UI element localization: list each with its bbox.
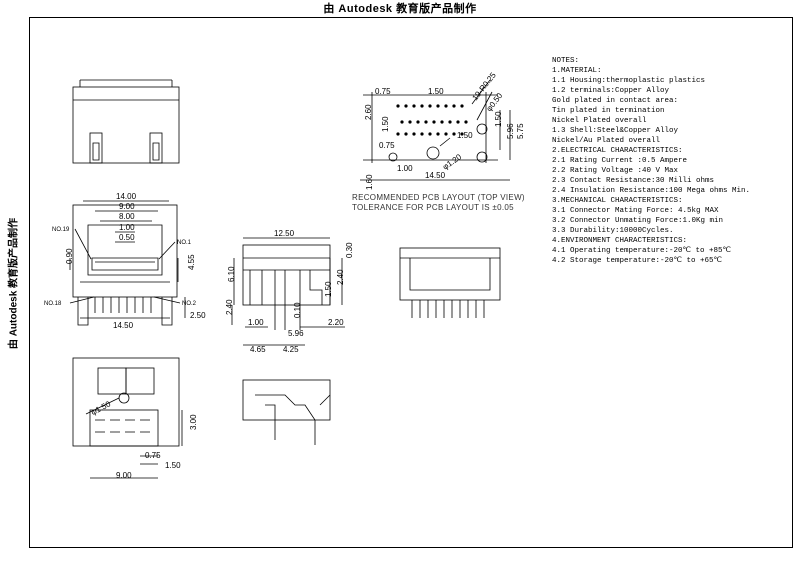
dim-pcb-0-75-left: 0.75 bbox=[379, 141, 395, 150]
side-view bbox=[231, 237, 345, 346]
pcb-pads bbox=[396, 104, 468, 136]
dim-bottom-1-50: 1.50 bbox=[165, 461, 181, 470]
front-view bbox=[69, 200, 186, 326]
dim-pcb-1-00: 1.00 bbox=[397, 164, 413, 173]
dim-side-1-50v: 1.50 bbox=[324, 281, 333, 297]
note-line: 4.1 Operating temperature:-20℃ to +85℃ bbox=[552, 246, 731, 255]
dim-side-2-20: 2.20 bbox=[328, 318, 344, 327]
note-line: Gold plated in contact area: bbox=[552, 97, 678, 105]
note-line: Tin plated in termination bbox=[552, 107, 665, 115]
dim-bottom-3-00: 3.00 bbox=[189, 414, 198, 430]
note-line: 1.1 Housing:thermoplastic plastics bbox=[552, 77, 705, 85]
dim-pcb-0-75: 0.75 bbox=[375, 87, 391, 96]
note-line: 1.2 terminals:Copper Alloy bbox=[552, 87, 670, 95]
dim-pcb-14-50: 14.50 bbox=[425, 171, 446, 180]
pcb-caption-1: RECOMMENDED PCB LAYOUT (TOP VIEW) bbox=[352, 193, 525, 202]
drawing-frame bbox=[29, 17, 793, 548]
note-line: 2.4 Insulation Resistance:100 Mega ohms … bbox=[552, 187, 750, 195]
note-line: Nickel/Au Plated overall bbox=[552, 137, 661, 145]
dim-pcb-phi-0-50: φ0.50 bbox=[484, 91, 504, 113]
note-line: 3.3 Durability:10000Cycles. bbox=[552, 227, 674, 235]
dim-front-4-55: 4.55 bbox=[187, 254, 196, 270]
dim-pcb-5-75: 5.75 bbox=[516, 123, 525, 139]
bottom-view bbox=[72, 357, 183, 479]
dim-pcb-5-96: 5.96 bbox=[506, 123, 515, 139]
dim-side-4-65: 4.65 bbox=[250, 345, 266, 354]
section-view bbox=[242, 379, 331, 445]
dim-front-9-00: 9.00 bbox=[119, 202, 135, 211]
note-line: 3.2 Connector Unmating Force:1.0Kg min bbox=[552, 217, 723, 225]
note-line: 2.ELECTRICAL CHARACTERISTICS: bbox=[552, 147, 683, 155]
note-line: 1.MATERIAL: bbox=[552, 67, 602, 75]
dim-pcb-1-60: 1.60 bbox=[365, 174, 374, 190]
dim-side-2-40v: 2.40 bbox=[336, 269, 345, 285]
note-line: 3.1 Connector Mating Force: 4.5kg MAX bbox=[552, 207, 719, 215]
top-view bbox=[72, 79, 180, 164]
dim-bottom-0-75: 0.75 bbox=[145, 451, 161, 460]
dim-front-0-90: 0.90 bbox=[65, 248, 74, 264]
notes-block: NOTES: 1.MATERIAL: 1.1 Housing:thermopla… bbox=[552, 57, 750, 265]
dim-side-4-25: 4.25 bbox=[283, 345, 299, 354]
rear-view bbox=[399, 247, 501, 318]
dim-side-6-10: 6.10 bbox=[227, 266, 236, 282]
dim-front-14-00: 14.00 bbox=[116, 192, 137, 201]
dim-side-5-96: 5.96 bbox=[288, 329, 304, 338]
dim-pcb-phi-1-20: φ1.20 bbox=[441, 152, 464, 172]
note-line: 4.2 Storage temperature:-20℃ to +65℃ bbox=[552, 256, 722, 265]
pcb-layout bbox=[360, 79, 511, 181]
note-line: 2.1 Rating Current :0.5 Ampere bbox=[552, 157, 687, 165]
dim-pcb-1-50-top: 1.50 bbox=[428, 87, 444, 96]
dim-pcb-2-60: 2.60 bbox=[364, 104, 373, 120]
dim-bottom-9-00: 9.00 bbox=[116, 471, 132, 480]
dim-front-8-00: 8.00 bbox=[119, 212, 135, 221]
dim-front-14-50: 14.50 bbox=[113, 321, 134, 330]
note-line: 2.2 Rating Voltage :40 V Max bbox=[552, 167, 679, 175]
tag-no18: NO.18 bbox=[44, 301, 62, 307]
note-line: 4.ENVIRONMENT CHARACTERISTICS: bbox=[552, 237, 687, 245]
dim-side-2-40: 2.40 bbox=[225, 299, 234, 315]
dim-front-2-50: 2.50 bbox=[190, 311, 206, 320]
tag-no1: NO.1 bbox=[177, 240, 192, 246]
tag-no2: NO.2 bbox=[182, 301, 197, 307]
notes-title: NOTES: bbox=[552, 57, 579, 65]
dim-front-1-00: 1.00 bbox=[119, 223, 135, 232]
dim-side-0-30: 0.30 bbox=[345, 242, 354, 258]
dim-pcb-1-50-left: 1.50 bbox=[381, 116, 390, 132]
note-line: 1.3 Shell:Steel&Copper Alloy bbox=[552, 127, 679, 135]
dim-front-0-50: 0.50 bbox=[119, 233, 135, 242]
tag-no19: NO.19 bbox=[52, 227, 70, 233]
pcb-caption-2: TOLERANCE FOR PCB LAYOUT IS ±0.05 bbox=[352, 203, 514, 212]
dim-side-1-00: 1.00 bbox=[248, 318, 264, 327]
note-line: 3.MECHANICAL CHARACTERISTICS: bbox=[552, 197, 683, 205]
note-line: 2.3 Contact Resistance:30 Milli ohms bbox=[552, 177, 714, 185]
dim-side-12-50: 12.50 bbox=[274, 229, 295, 238]
dim-pcb-1-50-right: 1.50 bbox=[494, 111, 503, 127]
top-banner: 由 Autodesk 教育版产品制作 bbox=[323, 3, 477, 15]
dim-side-0-10: 0.10 bbox=[293, 302, 302, 318]
dim-bottom-phi-1-50: φ1.50 bbox=[90, 399, 113, 417]
dim-pcb-1-50-center: 1.50 bbox=[457, 131, 473, 140]
note-line: Nickel Plated overall bbox=[552, 117, 647, 125]
